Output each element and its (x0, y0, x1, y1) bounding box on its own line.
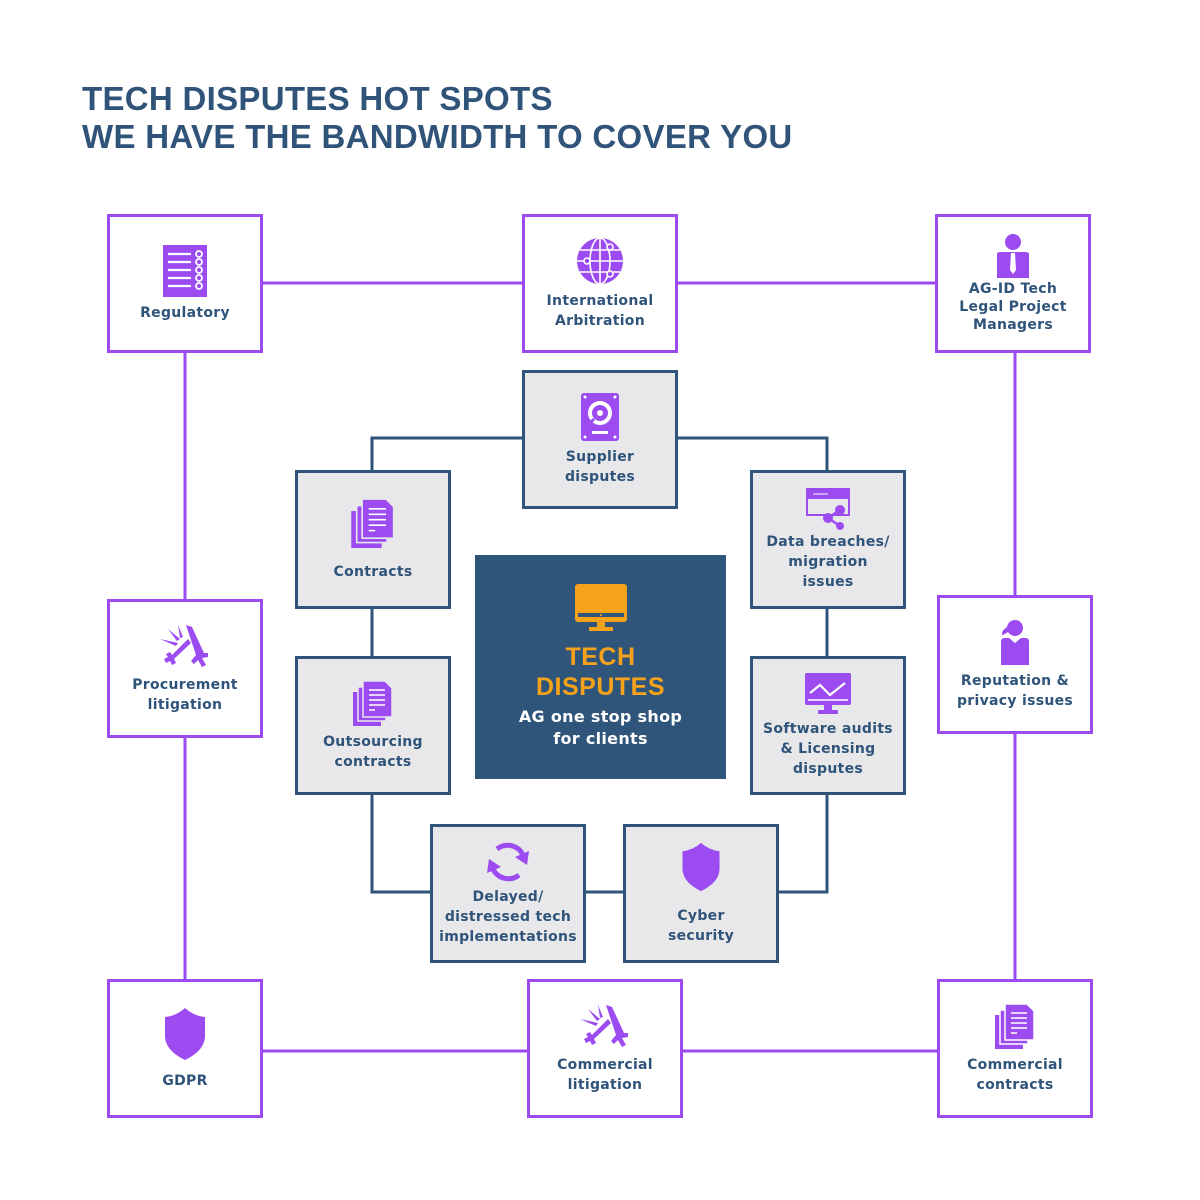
box-label: AG-ID Tech Legal Project Managers (959, 280, 1067, 333)
browser-share-icon (806, 487, 850, 530)
page-title: TECH DISPUTES HOT SPOTS WE HAVE THE BAND… (82, 80, 793, 156)
box-regulatory[interactable]: Regulatory (107, 214, 263, 353)
box-outsourcing-contracts[interactable]: Outsourcing contracts (295, 656, 451, 795)
globe-icon (577, 236, 623, 285)
shield-icon (165, 1007, 205, 1060)
box-contracts[interactable]: Contracts (295, 470, 451, 609)
connector (370, 794, 431, 894)
box-delayed-implementations[interactable]: Delayed/ distressed tech implementations (430, 824, 586, 963)
box-cyber-security[interactable]: Cyber security (623, 824, 779, 963)
box-data-breaches[interactable]: Data breaches/ migration issues (750, 470, 906, 609)
refresh-icon (487, 842, 529, 881)
box-label: Supplier disputes (564, 448, 636, 485)
box-label: Outsourcing contracts (323, 733, 423, 770)
box-label: Contracts (333, 563, 413, 580)
center-title: TECH DISPUTES (535, 643, 666, 701)
documents-icon (353, 679, 393, 726)
swords-icon (580, 1004, 628, 1047)
title-line-1: TECH DISPUTES HOT SPOTS (82, 80, 553, 117)
box-label: Cyber security (667, 907, 734, 944)
box-label: GDPR (162, 1072, 208, 1089)
businessman-icon (997, 233, 1029, 278)
connector (677, 436, 829, 472)
box-label: International Arbitration (546, 292, 654, 329)
center-subtitle: AG one stop shop for clients (518, 707, 683, 748)
woman-icon (1001, 619, 1029, 665)
box-label: Reputation & privacy issues (956, 672, 1074, 709)
box-label: Procurement litigation (132, 676, 238, 713)
box-label: Data breaches/ migration issues (766, 533, 890, 590)
swords-icon (160, 624, 208, 667)
box-ag-id-tech[interactable]: AG-ID Tech Legal Project Managers (935, 214, 1091, 353)
connector (370, 436, 523, 472)
box-commercial-contracts[interactable]: Commercial contracts (937, 979, 1093, 1118)
connector (777, 794, 829, 894)
box-software-audits[interactable]: Software audits & Licensing disputes (750, 656, 906, 795)
box-supplier-disputes[interactable]: Supplier disputes (522, 370, 678, 509)
box-label: Regulatory (140, 304, 230, 321)
center-tech-disputes[interactable]: TECH DISPUTES AG one stop shop for clien… (475, 555, 726, 779)
box-international-arbitration[interactable]: International Arbitration (522, 214, 678, 353)
hard-drive-icon (581, 392, 619, 441)
monitor-chart-icon (805, 672, 851, 714)
title-line-2: WE HAVE THE BANDWIDTH TO COVER YOU (82, 118, 793, 155)
box-commercial-litigation[interactable]: Commercial litigation (527, 979, 683, 1118)
documents-icon (351, 497, 395, 548)
box-label: Delayed/ distressed tech implementations (439, 888, 577, 945)
documents-icon (995, 1002, 1035, 1049)
box-gdpr[interactable]: GDPR (107, 979, 263, 1118)
box-label: Commercial contracts (967, 1056, 1063, 1093)
checklist-icon (163, 244, 207, 297)
box-label: Commercial litigation (557, 1056, 653, 1093)
box-procurement-litigation[interactable]: Procurement litigation (107, 599, 263, 738)
box-label: Software audits & Licensing disputes (763, 720, 893, 777)
monitor-icon (574, 584, 627, 631)
box-reputation-privacy[interactable]: Reputation & privacy issues (937, 595, 1093, 734)
shield-icon (682, 842, 720, 891)
